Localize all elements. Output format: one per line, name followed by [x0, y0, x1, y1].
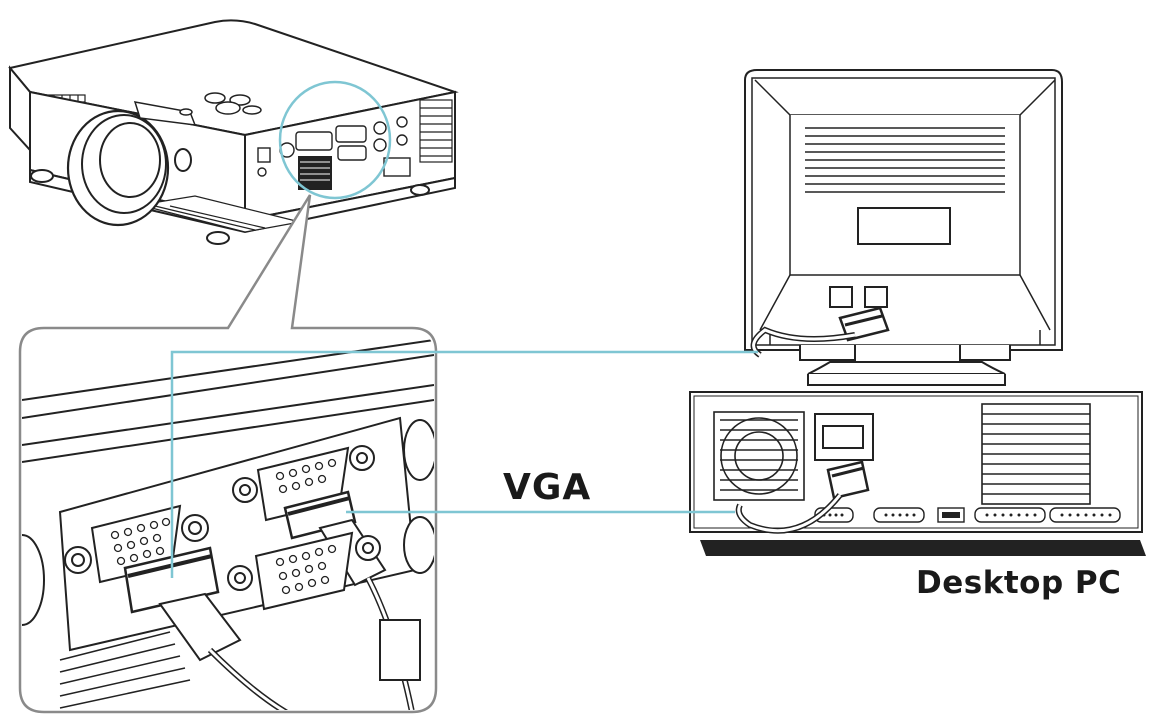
vga-label: VGA [503, 467, 592, 508]
cable-to-monitor [170, 350, 758, 578]
projector-icon [8, 19, 459, 245]
desktop-computer-icon [689, 391, 1146, 556]
vga-cables [170, 350, 758, 578]
port-highlight-circle [278, 80, 392, 200]
crt-monitor-icon [744, 69, 1063, 386]
magnifier-callout [18, 194, 438, 714]
desktop-pc-label: Desktop PC [916, 565, 1122, 601]
